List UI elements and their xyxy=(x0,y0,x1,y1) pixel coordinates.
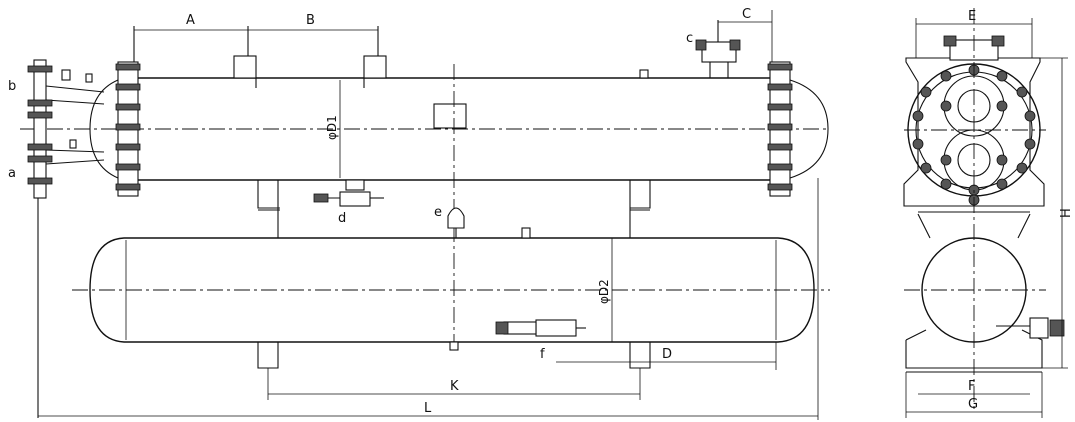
sight-glass-e xyxy=(447,207,465,238)
right-flange-bolts xyxy=(767,63,793,191)
label-e: e xyxy=(434,205,442,220)
upper-shell xyxy=(20,61,830,350)
dim-label-K: K xyxy=(450,379,459,394)
support-saddles xyxy=(257,179,651,369)
dim-label-D1: φD1 xyxy=(325,115,339,140)
label-c: c xyxy=(686,31,693,46)
valve-f xyxy=(495,319,586,337)
dim-label-H: H xyxy=(1059,208,1074,218)
dim-label-C: C xyxy=(742,7,751,22)
dim-label-B: B xyxy=(306,13,315,28)
drawing-labels: a b c d e f A B C D E F G H K L φD1 φD2 xyxy=(8,7,1074,416)
dim-label-G: G xyxy=(968,397,978,412)
label-d: d xyxy=(338,211,346,226)
dim-label-L: L xyxy=(424,401,432,416)
label-f: f xyxy=(540,347,545,362)
dim-label-D2: φD2 xyxy=(597,279,611,304)
label-a: a xyxy=(8,166,16,181)
end-flange-bolts xyxy=(912,64,1036,206)
dim-label-E: E xyxy=(968,9,976,24)
lower-vessel xyxy=(72,227,830,351)
left-flange-bolts xyxy=(115,63,141,191)
water-box-left xyxy=(27,59,119,418)
label-b: b xyxy=(8,79,16,94)
dim-label-F: F xyxy=(968,379,975,394)
dimension-lines xyxy=(38,10,819,420)
relief-valve-c xyxy=(695,20,741,78)
end-view xyxy=(903,8,1068,418)
valve-d xyxy=(313,179,384,207)
top-nozzles xyxy=(133,26,387,88)
dim-label-D: D xyxy=(662,347,672,362)
dim-label-A: A xyxy=(186,13,195,28)
